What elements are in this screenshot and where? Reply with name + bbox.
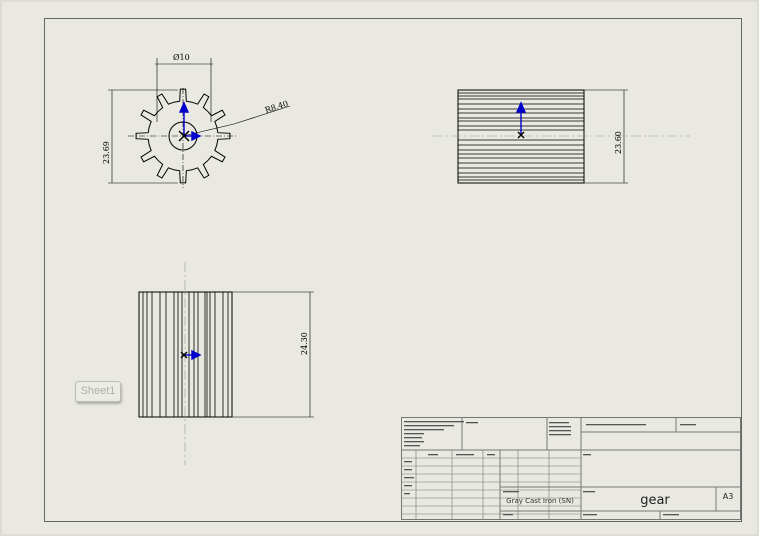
fine-print-mark: [404, 429, 444, 431]
fine-print-mark: [549, 426, 571, 428]
fine-print-mark: [404, 433, 424, 435]
fine-print-mark: [404, 437, 422, 439]
fine-print-mark: [583, 454, 591, 456]
part-name: gear: [640, 493, 670, 508]
material-label: Gray Cast Iron (SN): [506, 497, 574, 505]
side-view[interactable]: [433, 89, 690, 184]
sheet-size: A3: [723, 492, 734, 501]
fine-print-mark: [503, 491, 519, 493]
fine-print-mark: [549, 430, 571, 432]
fine-print-mark: [404, 477, 414, 479]
fine-print-mark: [549, 434, 571, 436]
fine-print-mark: [404, 485, 412, 487]
fine-print-mark: [404, 425, 454, 427]
bottom-height-dimension-label: 24.30: [300, 332, 309, 355]
radius-leader-shelf: [233, 105, 291, 125]
fine-print-mark: [586, 424, 646, 426]
fine-print-mark: [680, 424, 696, 426]
front-datum-arrows: [178, 101, 202, 142]
side-view-body: [457, 89, 585, 184]
bore-dimension-label: Ø10: [173, 53, 190, 62]
fine-print-mark: [404, 445, 420, 447]
gear-profile: [135, 88, 231, 184]
bottom-view-body: [138, 291, 233, 418]
fine-print-mark: [404, 461, 412, 463]
bottom-datum-arrow: [180, 349, 202, 361]
title-block-fine-print: [404, 421, 696, 516]
fine-print-mark: [663, 514, 679, 516]
side-datum-arrow: [515, 101, 527, 139]
radius-leader: [182, 123, 235, 137]
fine-print-mark: [428, 454, 438, 456]
radius-dimension-label: R8.40: [264, 99, 289, 115]
fine-print-mark: [404, 441, 424, 443]
fine-print-mark: [503, 514, 513, 516]
fine-print-mark: [404, 469, 412, 471]
fine-print-mark: [456, 454, 474, 456]
fine-print-mark: [466, 422, 478, 424]
fine-print-mark: [487, 454, 495, 456]
front-view[interactable]: [108, 58, 291, 188]
title-block-outer: [401, 417, 741, 520]
fine-print-mark: [549, 422, 569, 424]
sheet-tab[interactable]: Sheet1: [75, 381, 121, 402]
bottom-view[interactable]: [138, 262, 314, 465]
drawing-frame: [44, 18, 742, 522]
fine-print-mark: [404, 421, 464, 423]
fine-print-mark: [583, 514, 597, 516]
side-height-dimension-label: 23.60: [614, 131, 623, 154]
title-block-grid: [401, 450, 581, 520]
front-height-dimension-label: 23.69: [102, 141, 111, 164]
fine-print-mark: [404, 493, 410, 495]
fine-print-mark: [583, 491, 595, 493]
title-block[interactable]: [401, 417, 741, 521]
